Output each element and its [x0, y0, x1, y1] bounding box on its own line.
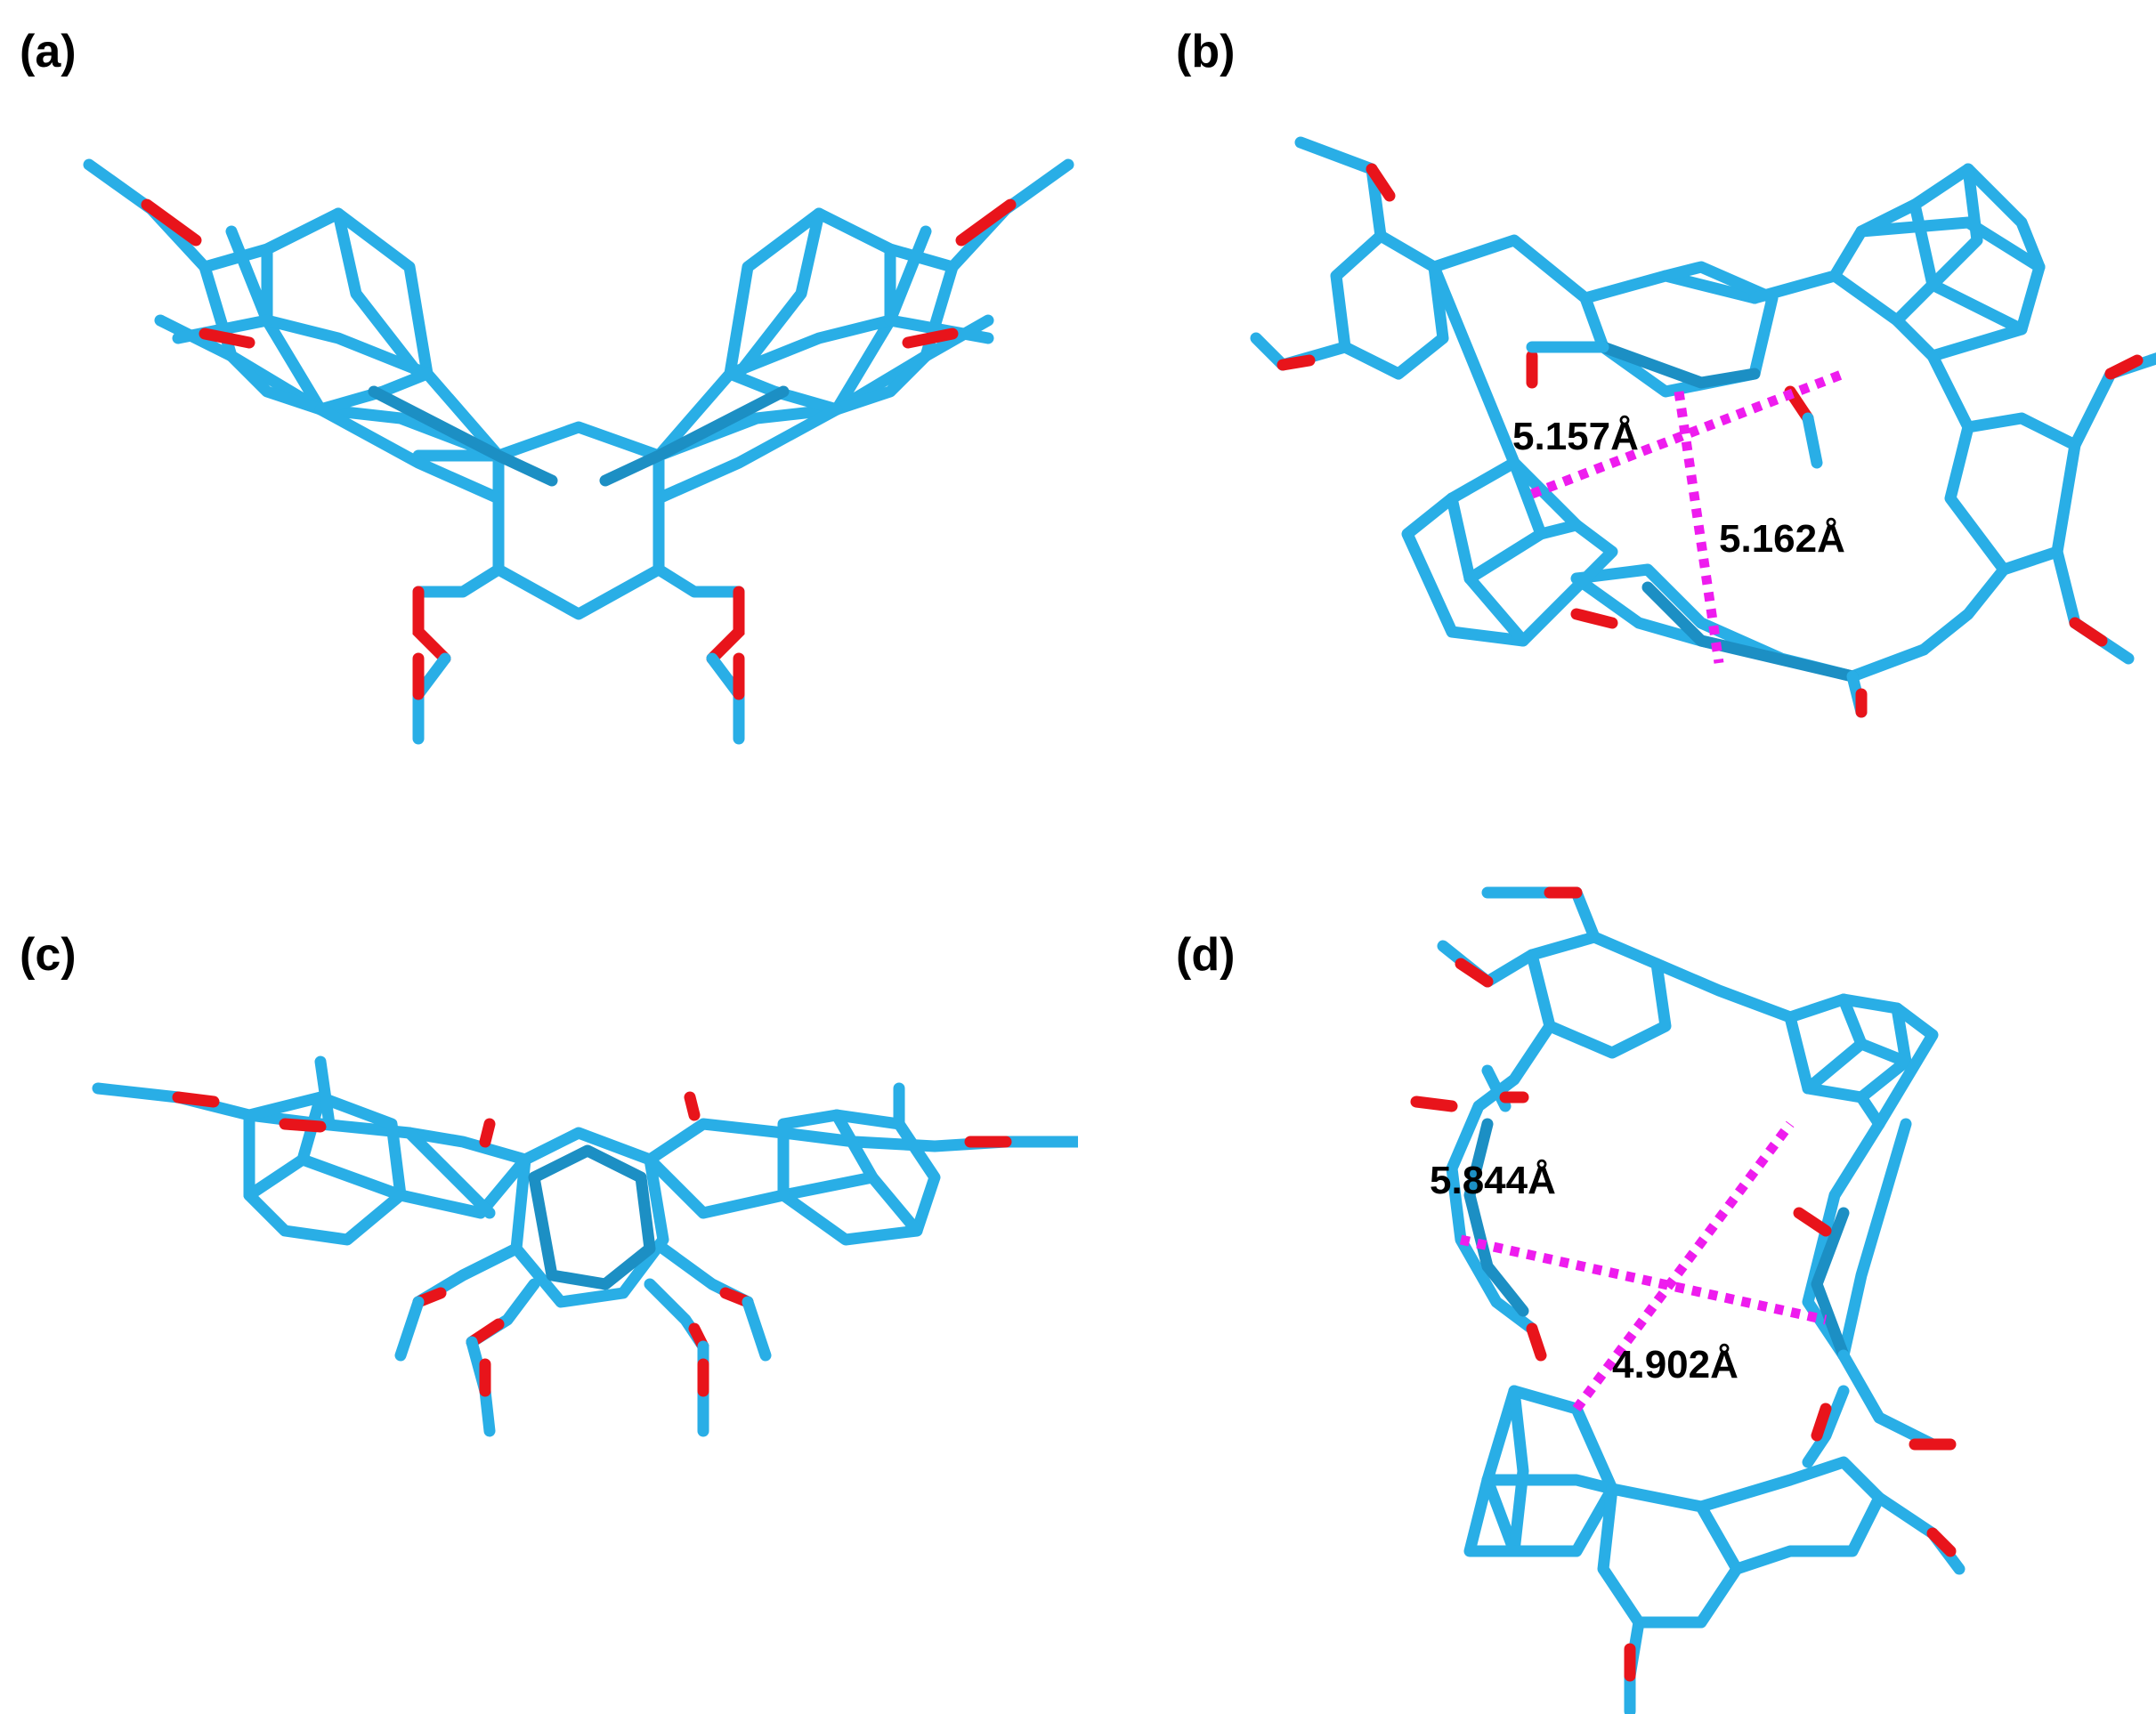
panel-c: (c) — [0, 857, 1078, 1714]
distance-label-2: 5.162Å — [1719, 517, 1845, 561]
distance-line-1 — [1530, 368, 1845, 499]
panel-label-c: (c) — [20, 929, 77, 981]
molecule-c-side-view — [92, 1055, 1078, 1437]
molecule-a-side-view — [83, 158, 1074, 745]
distance-label-1: 5.157Å — [1512, 415, 1639, 458]
distance-line-2 — [1674, 391, 1724, 664]
distance-line-4 — [1459, 1234, 1828, 1325]
molecule-d-top-view: 5.844Å 4.902Å — [1410, 886, 1966, 1714]
distance-line-3 — [1572, 1120, 1795, 1412]
panel-d: (d) — [1078, 857, 2156, 1714]
distance-label-4: 4.902Å — [1612, 1343, 1739, 1387]
panel-label-a: (a) — [20, 26, 77, 77]
distance-label-3: 5.844Å — [1430, 1159, 1556, 1202]
molecule-b-top-view: 5.157Å 5.162Å — [1250, 136, 2156, 718]
panel-b: (b) — [1078, 0, 2156, 857]
panel-label-b: (b) — [1176, 26, 1236, 77]
panel-label-d: (d) — [1176, 929, 1236, 981]
panel-a: (a) — [0, 0, 1078, 857]
